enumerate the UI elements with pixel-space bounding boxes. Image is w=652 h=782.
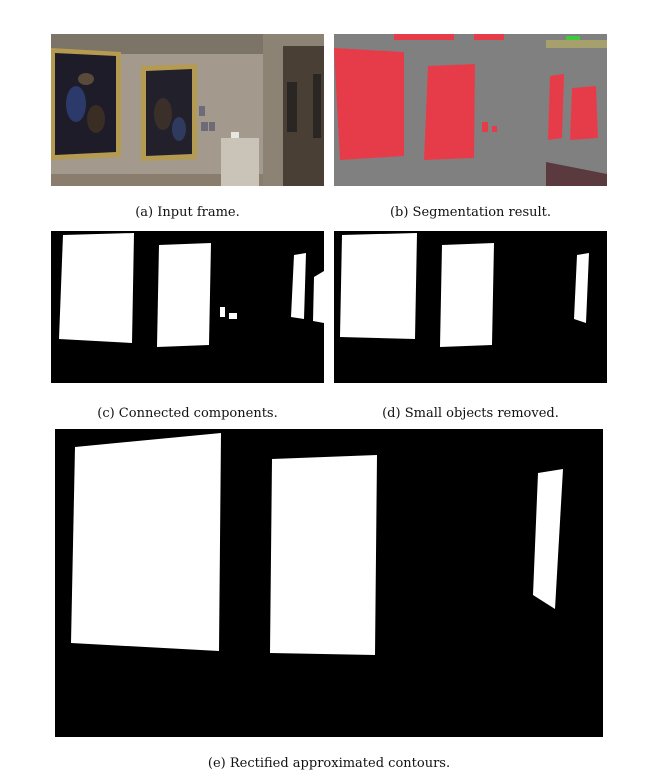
connected-components-image — [51, 231, 324, 383]
caption-e: (e) Rectified approximated contours. — [207, 756, 451, 771]
input-frame-image — [51, 34, 324, 186]
segmentation-result-image — [334, 34, 607, 186]
caption-c: (c) Connected components. — [97, 406, 278, 421]
caption-a: (a) Input frame. — [135, 205, 240, 220]
caption-b: (b) Segmentation result. — [389, 205, 552, 220]
rectified-contours-image — [55, 429, 603, 737]
caption-d: (d) Small objects removed. — [382, 406, 559, 421]
small-objects-removed-image — [334, 231, 607, 383]
